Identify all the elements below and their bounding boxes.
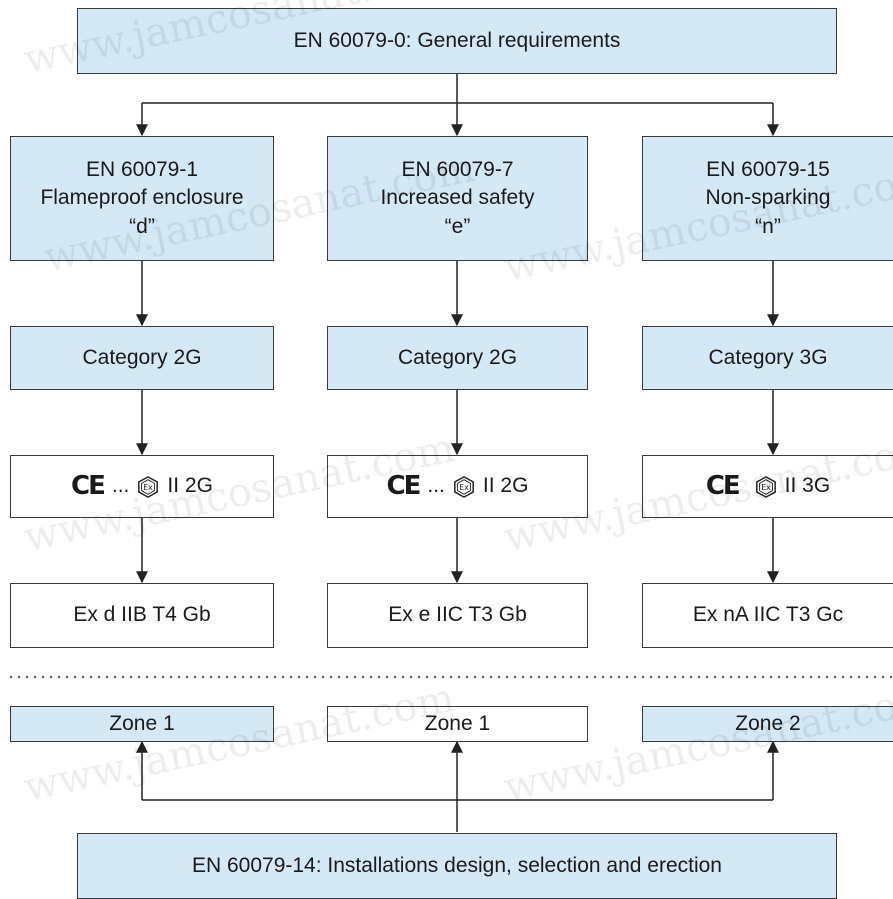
zone-label: Zone 2 bbox=[735, 711, 801, 735]
installation-standard-box: EN 60079-14: Installations design, selec… bbox=[77, 833, 837, 899]
marking-ellipsis: ... bbox=[427, 474, 445, 498]
category-label: Category 2G bbox=[397, 345, 518, 369]
ce-mark-icon: CE bbox=[71, 470, 106, 501]
protection-code: “d” bbox=[129, 214, 155, 238]
ex-code-label: Ex e IIC T3 Gb bbox=[388, 603, 527, 627]
ex-code-box-1: Ex d IIB T4 Gb bbox=[10, 583, 274, 648]
category-box-3: Category 3G bbox=[642, 326, 893, 390]
standard-box-1: EN 60079-1 Flameproof enclosure “d” bbox=[10, 136, 274, 261]
marking-box-2: CE ... Ex II 2G bbox=[327, 455, 588, 518]
ex-code-label: Ex nA IIC T3 Gc bbox=[692, 603, 844, 627]
zone-label: Zone 1 bbox=[109, 711, 175, 735]
category-label: Category 2G bbox=[82, 345, 202, 369]
zone-box-2: Zone 1 bbox=[327, 706, 588, 742]
ex-code-box-2: Ex e IIC T3 Gb bbox=[327, 583, 588, 648]
marking-box-3: CE Ex II 3G bbox=[642, 455, 893, 518]
category-label: Category 3G bbox=[708, 345, 828, 369]
general-requirements-box: EN 60079-0: General requirements bbox=[77, 8, 837, 74]
ex-hexagon-icon: Ex bbox=[138, 475, 159, 498]
standard-box-2: EN 60079-7 Increased safety “e” bbox=[327, 136, 588, 261]
zone-box-3: Zone 2 bbox=[642, 706, 893, 742]
protection-type: Non-sparking bbox=[705, 186, 831, 210]
standard-number: EN 60079-7 bbox=[401, 157, 514, 181]
installation-standard-label: EN 60079-14: Installations design, selec… bbox=[191, 853, 722, 877]
equipment-group: II 2G bbox=[167, 474, 213, 498]
ex-code-box-3: Ex nA IIC T3 Gc bbox=[642, 583, 893, 648]
svg-text:Ex: Ex bbox=[144, 483, 154, 492]
zone-label: Zone 1 bbox=[424, 711, 491, 735]
standard-number: EN 60079-1 bbox=[85, 157, 199, 181]
ex-hexagon-icon: Ex bbox=[755, 475, 776, 498]
category-box-2: Category 2G bbox=[327, 326, 588, 390]
ex-code-label: Ex d IIB T4 Gb bbox=[73, 603, 211, 627]
standard-number: EN 60079-15 bbox=[706, 157, 830, 181]
ce-mark-icon: CE bbox=[386, 470, 422, 501]
general-requirements-label: EN 60079-0: General requirements bbox=[293, 28, 621, 52]
marking-box-1: CE ... Ex II 2G bbox=[10, 455, 274, 518]
svg-text:Ex: Ex bbox=[761, 483, 771, 492]
ce-mark-icon: CE bbox=[705, 470, 741, 501]
protection-code: “n” bbox=[755, 214, 781, 238]
protection-type: Increased safety bbox=[380, 186, 535, 210]
marking-ellipsis: ... bbox=[111, 474, 130, 498]
equipment-group: II 2G bbox=[482, 474, 529, 498]
zone-box-1: Zone 1 bbox=[10, 706, 274, 742]
standard-box-3: EN 60079-15 Non-sparking “n” bbox=[642, 136, 893, 261]
protection-type: Flameproof enclosure bbox=[40, 186, 244, 210]
svg-text:Ex: Ex bbox=[459, 483, 469, 492]
equipment-group: II 3G bbox=[784, 474, 831, 498]
category-box-1: Category 2G bbox=[10, 326, 274, 390]
protection-code: “e” bbox=[444, 214, 471, 238]
ex-hexagon-icon: Ex bbox=[454, 475, 474, 498]
